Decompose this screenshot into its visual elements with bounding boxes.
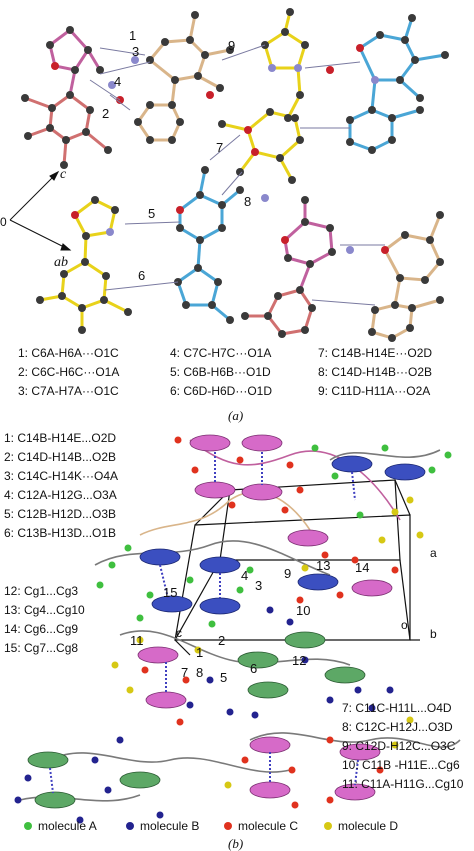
contact-b-num-15: 15 [163,585,177,600]
pi-stacking-lines-b [49,452,359,794]
contact-b-9: 9: C12D-H12C...O3C [342,739,456,753]
contact-b-num-7: 7 [181,665,188,680]
contact-b-14: 14: Cg6...Cg9 [4,622,78,636]
contact-num-1: 1 [129,28,136,43]
molecule-legend: molecule A molecule B molecule C molecul… [24,819,398,833]
contact-b-11: 11: C11A-H11G...Cg10 [342,777,464,791]
molecule-pink-lower-right [245,200,334,336]
contact-b-num-5: 5 [220,670,227,685]
panel-b-contact-list-left: 1: C14B-H14E...O2D 2: C14D-H14B...O2B 3:… [4,431,118,540]
contact-num-5: 5 [148,206,155,221]
legend-label-molecule-a: molecule A [38,819,97,833]
cell-label-c: c [176,626,182,640]
legend-swatch-molecule-b [126,822,134,830]
contact-a-3: 3: C7A-H7A···O1C [18,384,119,398]
legend-label-molecule-c: molecule C [238,819,298,833]
contact-b-12: 12: Cg1...Cg3 [4,584,78,598]
legend-swatch-molecule-c [224,822,232,830]
atoms-b-red [141,436,399,809]
contact-numbers-b: 1 2 3 4 5 6 7 8 9 10 11 12 13 14 15 [130,558,369,685]
contact-b-15: 15: Cg7...Cg8 [4,641,78,655]
oxygen-atoms-a [51,44,389,254]
contact-a-6: 6: C6D-H6D···O1D [170,384,272,398]
contact-b-num-12: 12 [292,653,306,668]
panel-b-contact-list-cg: 12: Cg1...Cg3 13: Cg4...Cg10 14: Cg6...C… [4,584,85,655]
contact-a-7: 7: C14B-H14E···O2D [318,346,432,360]
contact-num-7: 7 [216,140,223,155]
contact-b-5: 5: C12B-H12D...O3B [4,507,116,521]
cell-label-b: b [430,627,437,641]
contact-b-num-4: 4 [241,568,248,583]
contact-num-2: 2 [102,106,109,121]
atoms-b-yellow [111,496,424,789]
cell-label-o: o [401,618,408,632]
contact-b-2: 2: C14D-H14B...O2B [4,450,116,464]
unit-cell-box [174,479,420,656]
legend-swatch-molecule-a [24,822,32,830]
contact-b-num-8: 8 [196,665,203,680]
legend-label-molecule-b: molecule B [140,819,199,833]
contact-a-5: 5: C6B-H6B···O1D [170,365,271,379]
contact-b-3: 3: C14C-H14K···O4A [4,469,118,483]
axis-ab-label: ab [54,255,68,270]
contact-b-num-6: 6 [250,661,257,676]
hbond-lines-a [89,44,385,306]
atoms-b-green [96,444,452,628]
contact-b-num-11: 11 [130,633,144,648]
carbon-atoms-a [21,8,449,342]
axes-indicator [9,170,72,251]
caption-b: (b) [228,836,243,851]
contact-b-num-14: 14 [355,560,369,575]
contact-b-8: 8: C12C-H12J...O3D [342,720,453,734]
molecule-yellow-center [221,110,302,181]
legend-swatch-molecule-d [324,822,332,830]
contact-b-num-9: 9 [284,566,291,581]
panel-b-contact-list-right: 7: C11C-H11L...O4D 8: C12C-H12J...O3D 9:… [342,701,464,791]
contact-a-4: 4: C7C-H7C···O1A [170,346,271,360]
axis-origin-label: 0 [0,215,7,229]
packing-chains-b [19,439,461,802]
contact-a-2: 2: C6C-H6C···O1A [18,365,119,379]
panel-a-contact-list: 1: C6A-H6A···O1C 2: C6C-H6C···O1A 3: C7A… [18,346,432,398]
contact-num-3: 3 [132,44,139,59]
contact-num-9: 9 [228,38,235,53]
contact-numbers-a: 1 2 3 4 5 6 7 8 9 [102,28,251,283]
contact-b-num-3: 3 [255,578,262,593]
contact-a-8: 8: C14D-H14B···O2B [318,365,432,379]
molecule-cyan-top-right [348,17,446,152]
contact-b-13: 13: Cg4...Cg10 [4,603,85,617]
molecule-cyan-lower [176,169,241,322]
contact-b-4: 4: C12A-H12G...O3A [4,488,117,502]
contact-num-8: 8 [244,194,251,209]
nitrogen-atoms-a [106,56,379,254]
contact-b-num-1: 1 [196,645,203,660]
axis-c-label: c [60,167,67,182]
contact-num-6: 6 [138,268,145,283]
contact-b-10: 10: C11B -H11E...Cg6 [342,758,460,772]
panel-a-molecules: 1 2 3 4 5 6 7 8 9 c ab 0 [0,8,449,342]
contact-b-num-10: 10 [296,603,310,618]
contact-b-1: 1: C14B-H14E...O2D [4,431,116,445]
cell-label-a: a [430,546,437,560]
contact-b-6: 6: C13B-H13D...O1B [4,526,116,540]
contact-num-4: 4 [114,74,121,89]
molecule-tan-top [136,14,231,142]
contact-b-num-13: 13 [316,558,330,573]
contact-a-1: 1: C6A-H6A···O1C [18,346,119,360]
molecule-pink-top-left [24,27,109,166]
contact-b-7: 7: C11C-H11L...O4D [342,701,452,715]
contact-b-num-2: 2 [218,633,225,648]
legend-label-molecule-d: molecule D [338,819,398,833]
contact-a-9: 9: C11D-H11A···O2A [318,384,430,398]
caption-a: (a) [228,408,243,423]
atoms-b-blue [14,606,394,824]
